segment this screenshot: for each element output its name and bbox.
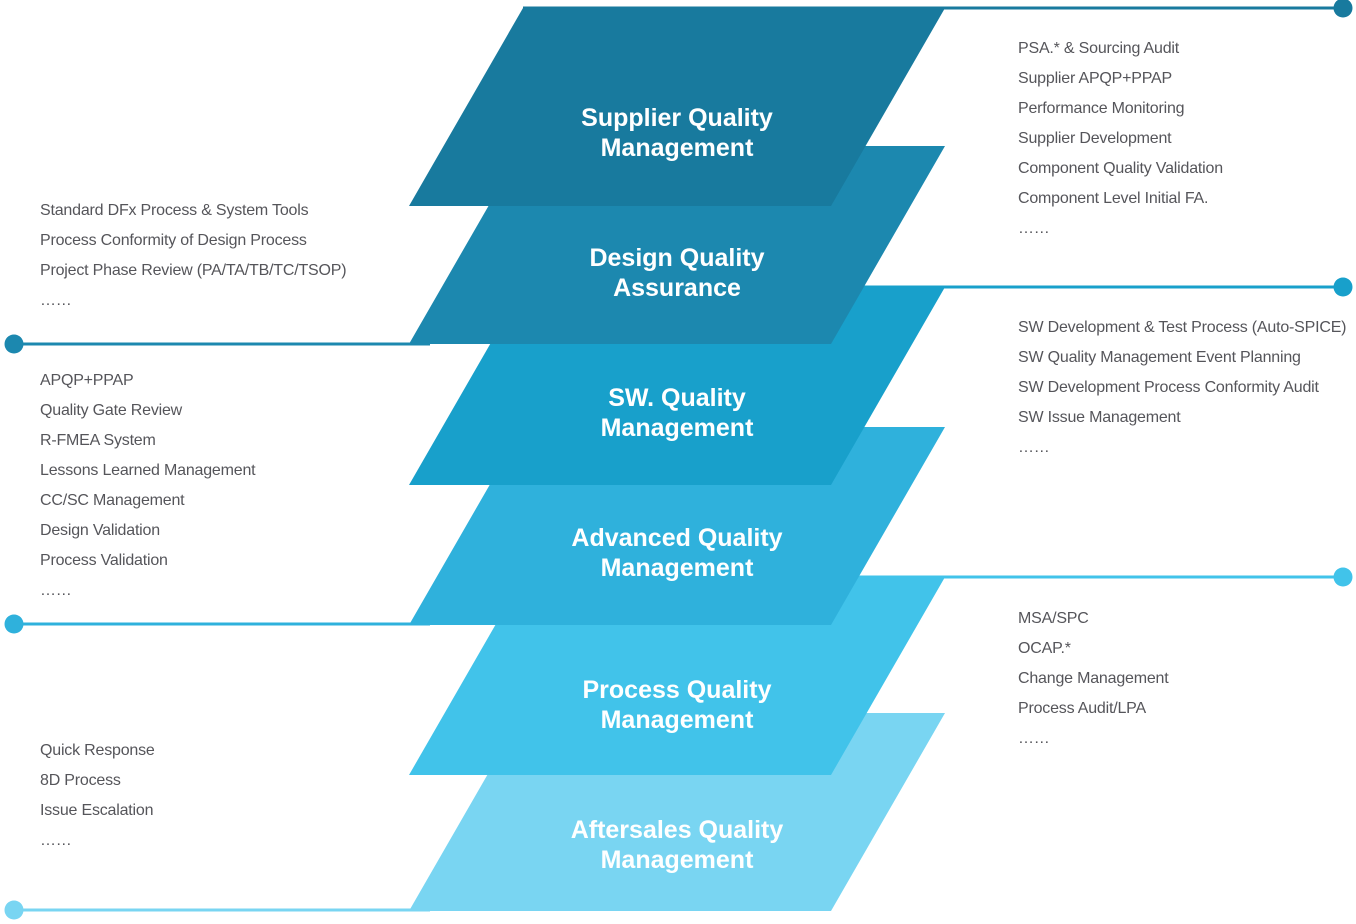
list-item: SW Issue Management <box>1018 409 1181 426</box>
list-item: …… <box>40 832 72 849</box>
list-advanced-quality-items: APQP+PPAP Quality Gate Review R-FMEA Sys… <box>40 366 256 606</box>
list-item: Supplier Development <box>1018 130 1172 147</box>
list-process-quality-items: MSA/SPC OCAP.* Change Management Process… <box>1018 604 1169 754</box>
band-title-line2: Management <box>600 414 754 442</box>
list-item: Process Validation <box>40 552 168 569</box>
list-item: Component Level Initial FA. <box>1018 190 1209 207</box>
band-title-line1: Advanced Quality <box>571 524 783 552</box>
list-item: Performance Monitoring <box>1018 100 1185 117</box>
list-sw-quality-items: SW Development & Test Process (Auto-SPIC… <box>1018 313 1347 463</box>
list-item: …… <box>1018 439 1050 456</box>
band-title-aftersales-quality: Aftersales Quality Management <box>477 815 877 875</box>
list-item: Quality Gate Review <box>40 402 183 419</box>
band-title-sw-quality: SW. Quality Management <box>477 383 877 443</box>
list-item: 8D Process <box>40 772 121 789</box>
list-item: MSA/SPC <box>1018 610 1089 627</box>
list-item: Project Phase Review (PA/TA/TB/TC/TSOP) <box>40 262 347 279</box>
list-item: PSA.* & Sourcing Audit <box>1018 40 1180 57</box>
band-title-supplier-quality: Supplier Quality Management <box>477 103 877 163</box>
list-item: Standard DFx Process & System Tools <box>40 202 309 219</box>
list-item: …… <box>1018 730 1050 747</box>
connector-dot-design-qa <box>4 334 24 354</box>
band-title-line1: SW. Quality <box>608 384 746 412</box>
list-item: …… <box>1018 220 1050 237</box>
connector-dot-sw-quality <box>1333 277 1353 297</box>
band-supplier-quality-management <box>409 8 945 206</box>
list-item: Issue Escalation <box>40 802 154 819</box>
connector-dot-process-quality <box>1333 567 1353 587</box>
band-title-design-quality: Design Quality Assurance <box>477 243 877 303</box>
list-item: Process Conformity of Design Process <box>40 232 307 249</box>
list-item: Process Audit/LPA <box>1018 700 1146 717</box>
band-title-line2: Assurance <box>613 274 741 302</box>
list-item: R-FMEA System <box>40 432 156 449</box>
list-item: Lessons Learned Management <box>40 462 256 479</box>
band-title-line2: Management <box>600 134 754 162</box>
list-item: SW Quality Management Event Planning <box>1018 349 1301 366</box>
list-item: Quick Response <box>40 742 155 759</box>
band-title-process-quality: Process Quality Management <box>477 675 877 735</box>
band-title-line1: Aftersales Quality <box>570 816 784 844</box>
list-item: …… <box>40 582 72 599</box>
band-title-line1: Process Quality <box>582 676 772 704</box>
list-item: Design Validation <box>40 522 160 539</box>
list-item: Component Quality Validation <box>1018 160 1223 177</box>
band-title-line1: Supplier Quality <box>581 104 773 132</box>
list-item: SW Development & Test Process (Auto-SPIC… <box>1018 319 1347 336</box>
list-aftersales-items: Quick Response 8D Process Issue Escalati… <box>40 736 155 856</box>
list-item: APQP+PPAP <box>40 372 134 389</box>
list-supplier-quality-items: PSA.* & Sourcing Audit Supplier APQP+PPA… <box>1018 34 1223 244</box>
list-item: SW Development Process Conformity Audit <box>1018 379 1319 396</box>
band-title-line2: Management <box>600 846 754 874</box>
list-item: OCAP.* <box>1018 640 1071 657</box>
connector-dot-supplier <box>1333 0 1353 18</box>
connector-dot-advanced-quality <box>4 614 24 634</box>
list-design-qa-items: Standard DFx Process & System Tools Proc… <box>40 196 347 316</box>
connector-dot-aftersales <box>4 900 24 920</box>
list-item: Change Management <box>1018 670 1169 687</box>
band-process-quality-management <box>409 577 945 775</box>
band-title-line2: Management <box>600 706 754 734</box>
list-item: CC/SC Management <box>40 492 185 509</box>
band-title-line1: Design Quality <box>589 244 765 272</box>
list-item: …… <box>40 292 72 309</box>
band-title-advanced-quality: Advanced Quality Management <box>477 523 877 583</box>
band-title-line2: Management <box>600 554 754 582</box>
list-item: Supplier APQP+PPAP <box>1018 70 1172 87</box>
